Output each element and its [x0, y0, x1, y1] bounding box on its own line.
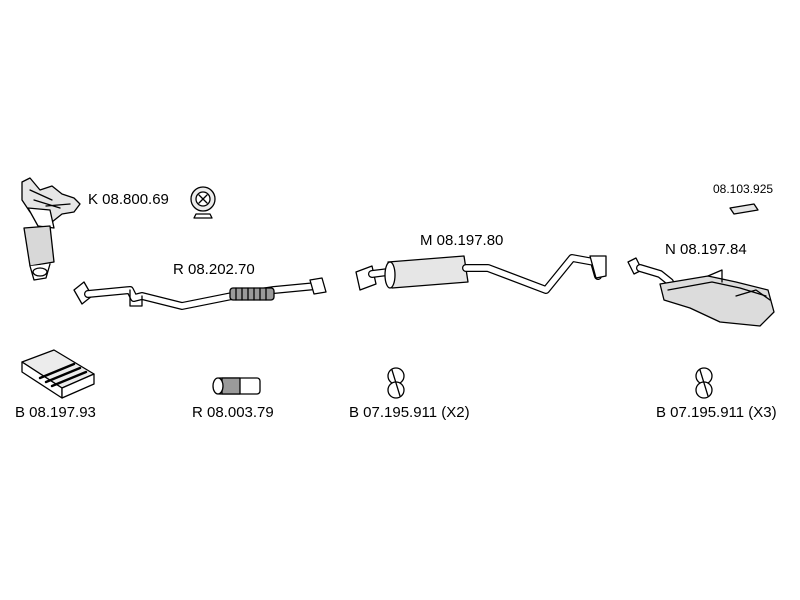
flex-connector-drawing	[212, 377, 261, 395]
catalytic-converter-drawing	[21, 177, 81, 281]
bracket-part-code: 08.103.925	[713, 182, 774, 196]
rear-silencer-code: N 08.197.84	[665, 241, 747, 258]
front-pipe-code: R 08.202.70	[173, 261, 255, 278]
flex-connector-code: R 08.003.79	[192, 404, 274, 421]
heat-shield-icon	[190, 186, 216, 219]
rear-silencer-drawing	[627, 257, 775, 327]
catalytic-converter-code: K 08.800.69	[88, 191, 169, 208]
rubber-mount-middle-drawing	[387, 367, 405, 399]
middle-silencer-code: M 08.197.80	[420, 232, 504, 249]
rubber-mount-middle-code: B 07.195.911 (X2)	[349, 404, 470, 421]
rubber-mount-rear-drawing	[695, 367, 713, 399]
front-pipe-drawing	[73, 277, 327, 310]
mounting-kit-code: B 08.197.93	[15, 404, 96, 421]
rubber-mount-rear-code: B 07.195.911 (X3)	[656, 404, 777, 421]
bracket-part-drawing	[729, 203, 759, 215]
mounting-kit-box-drawing	[21, 349, 95, 399]
middle-silencer-drawing	[355, 254, 607, 294]
